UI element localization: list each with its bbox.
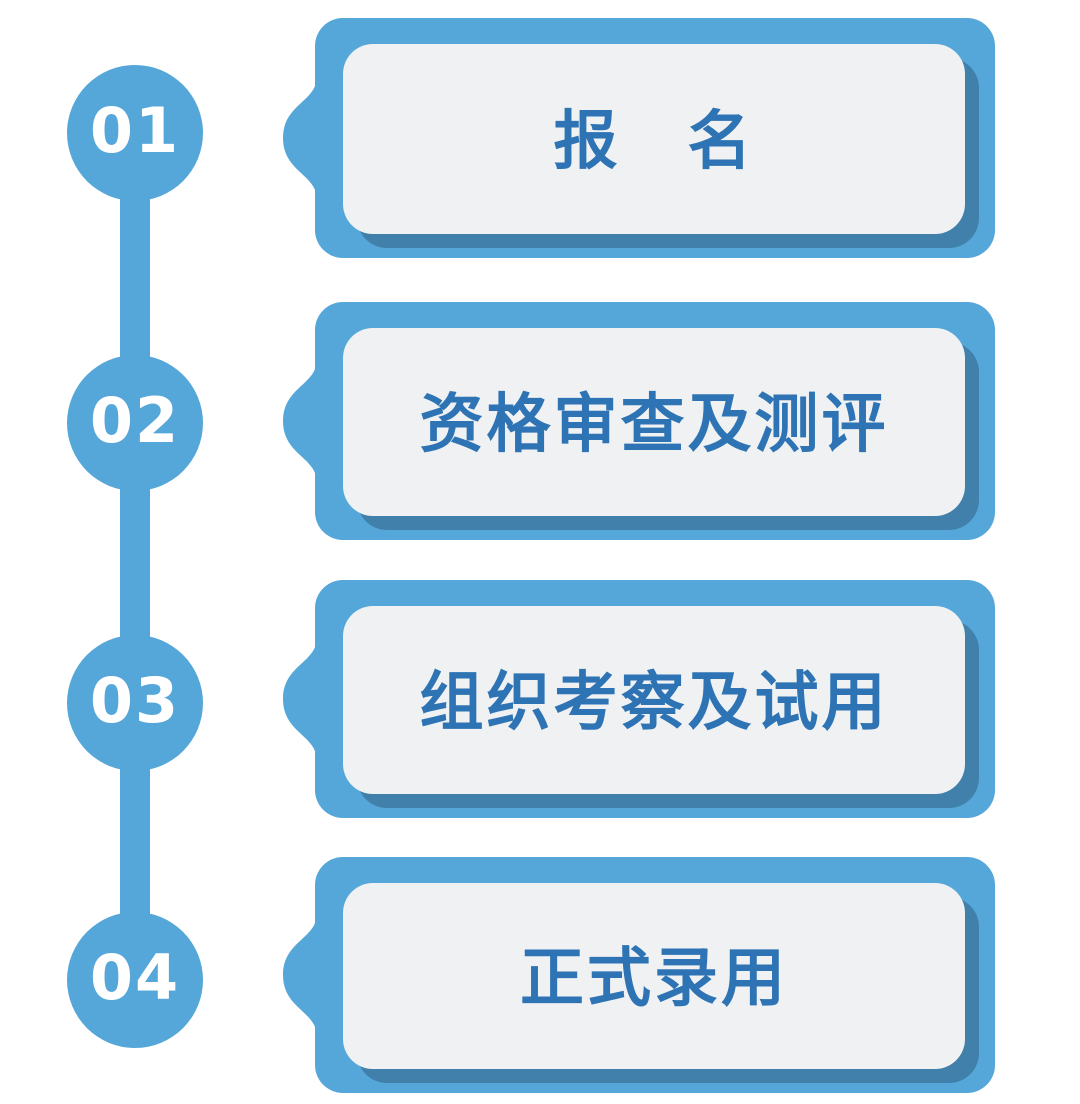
step-number: 03	[89, 664, 181, 737]
card-panel: 资格审查及测评	[343, 328, 965, 516]
card-notch-icon	[283, 76, 317, 200]
card-notch-icon	[283, 913, 317, 1037]
timeline-line	[120, 133, 150, 983]
step-card-inspection-trial: 组织考察及试用	[283, 580, 995, 818]
card-notch-icon	[283, 637, 317, 761]
step-number: 04	[89, 941, 181, 1014]
step-circle-04: 04	[67, 912, 203, 1048]
card-notch-icon	[283, 359, 317, 483]
step-label: 组织考察及试用	[419, 666, 889, 738]
card-panel: 报 名	[343, 44, 965, 234]
step-circle-01: 01	[67, 65, 203, 201]
step-label: 正式录用	[520, 942, 788, 1014]
step-circle-03: 03	[67, 635, 203, 771]
step-label: 报 名	[553, 105, 755, 177]
card-panel: 正式录用	[343, 883, 965, 1069]
step-card-qualification-review: 资格审查及测评	[283, 302, 995, 540]
step-card-registration: 报 名	[283, 18, 995, 258]
card-panel: 组织考察及试用	[343, 606, 965, 794]
step-circle-02: 02	[67, 355, 203, 491]
step-number: 01	[89, 94, 181, 167]
step-card-official-employment: 正式录用	[283, 857, 995, 1093]
step-number: 02	[89, 384, 181, 457]
step-label: 资格审查及测评	[419, 388, 889, 460]
